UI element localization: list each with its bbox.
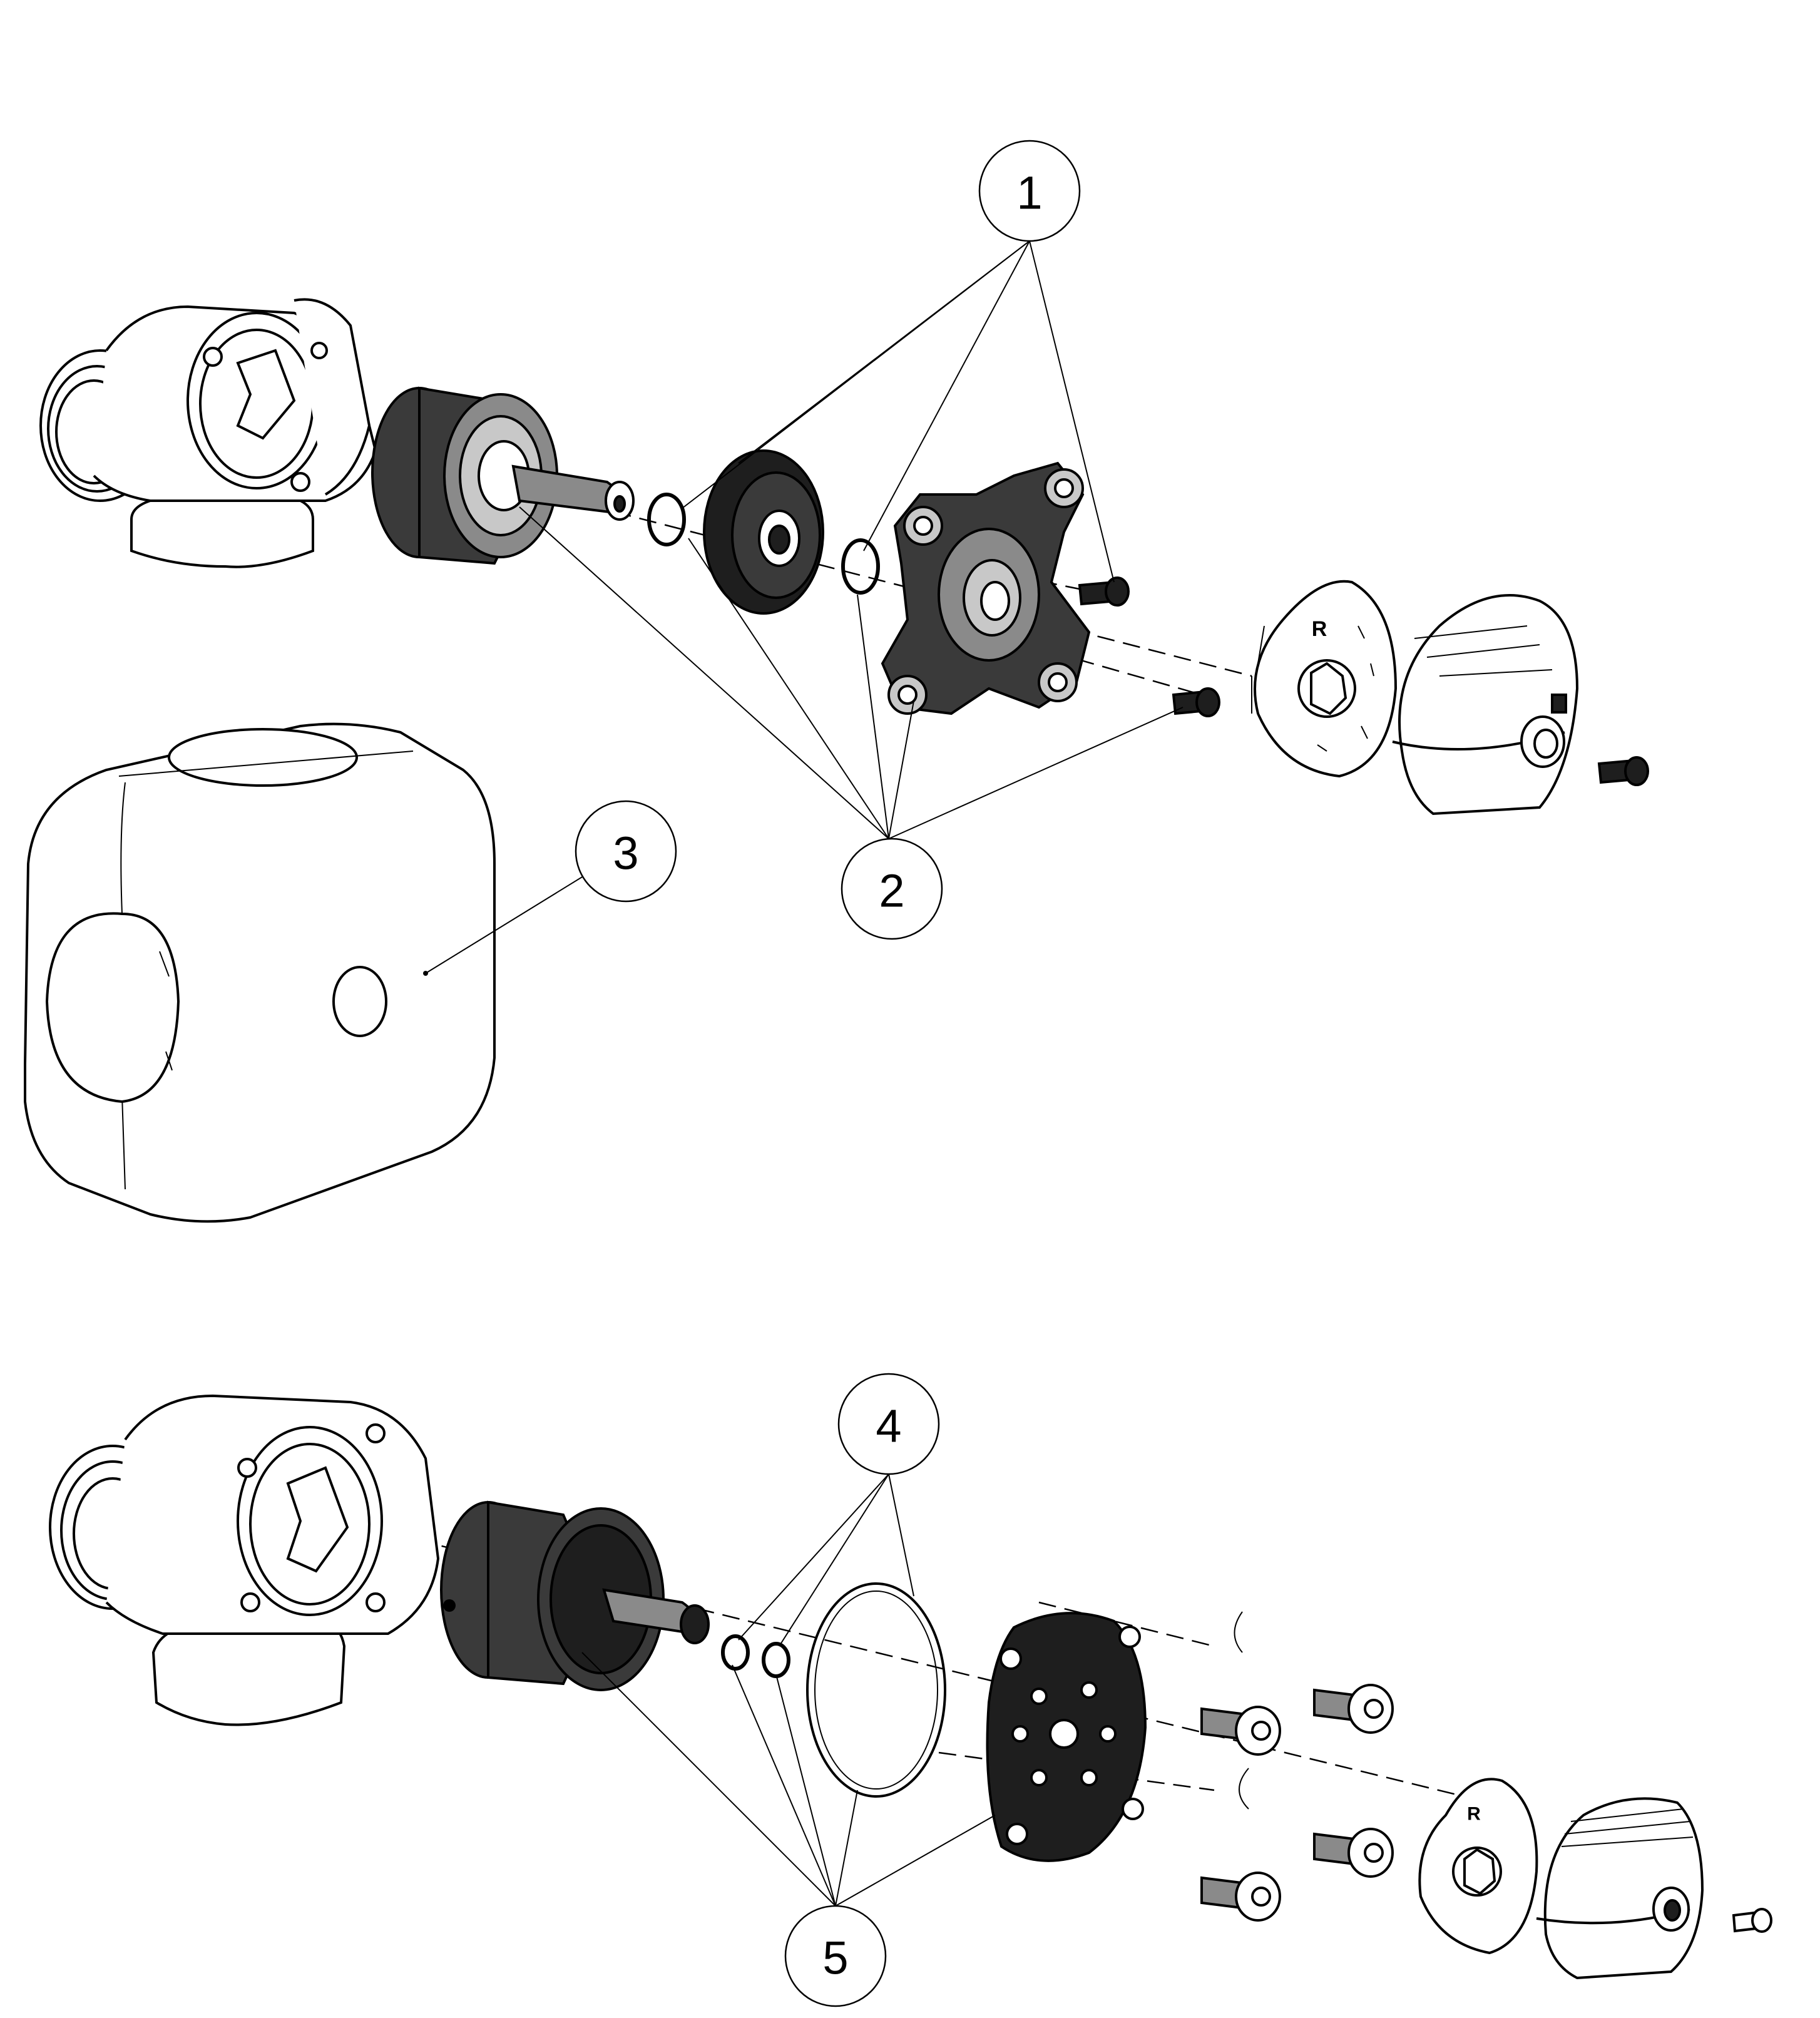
callout-4: 4 (738, 1373, 940, 1647)
bottom-socket-screw-2 (1200, 1706, 1281, 1756)
callout-1-circle (978, 140, 1081, 242)
bottom-assembly: R 4 5 (49, 1373, 1772, 2007)
top-cartridge (371, 386, 635, 565)
bottom-large-o-ring (806, 1582, 946, 1798)
top-valve-body (39, 298, 377, 568)
bottom-plate-letter: R (1467, 1804, 1481, 1825)
callout-4-circle (837, 1373, 940, 1475)
callout-2-circle (841, 837, 943, 940)
top-cross-flange (881, 461, 1091, 715)
bottom-cartridge (440, 1500, 710, 1691)
top-end-screw (1597, 756, 1649, 786)
top-screw-2 (1172, 687, 1220, 717)
bottom-flange-plate (986, 1612, 1147, 1862)
bottom-small-ring-2 (762, 1642, 790, 1678)
bottom-indicator-plate: R (1418, 1778, 1538, 1955)
bottom-ghost-arc-1 (1234, 1611, 1243, 1653)
top-assembly: R 1 (39, 140, 1649, 940)
insulation-box (24, 722, 496, 1223)
callout-5-circle (784, 1905, 887, 2007)
bottom-socket-screw-3 (1313, 1828, 1394, 1878)
callout-5-label: 5 (822, 1932, 848, 1984)
callout-3: 3 (425, 800, 677, 974)
top-indicator-plate: R (1251, 580, 1398, 778)
bottom-end-screw (1732, 1908, 1772, 1933)
bottom-socket-screw-4 (1200, 1872, 1281, 1922)
callout-2-label: 2 (879, 865, 904, 917)
callout-3-label: 3 (613, 827, 638, 879)
bottom-socket-screw-1 (1313, 1684, 1394, 1734)
callout-3-circle (575, 800, 677, 903)
callout-5: 5 (581, 1652, 996, 2007)
top-seal-disk (703, 449, 824, 615)
bottom-knob-cap (1536, 1797, 1704, 1980)
callout-1: 1 (682, 140, 1115, 583)
top-screw-1 (1078, 576, 1130, 607)
callout-4-label: 4 (876, 1400, 901, 1452)
top-o-ring-2 (841, 538, 880, 595)
top-knob-cap (1392, 594, 1579, 816)
bottom-small-ring-1 (721, 1634, 750, 1671)
top-plate-letter: R (1312, 617, 1327, 641)
callout-2: 2 (519, 506, 1184, 940)
bottom-ghost-arc-2 (1239, 1768, 1249, 1810)
bottom-screw-axis-1 (1038, 1601, 1215, 1647)
bottom-valve-body (49, 1394, 440, 1726)
top-o-ring-1 (647, 493, 686, 546)
callout-1-label: 1 (1016, 167, 1042, 219)
